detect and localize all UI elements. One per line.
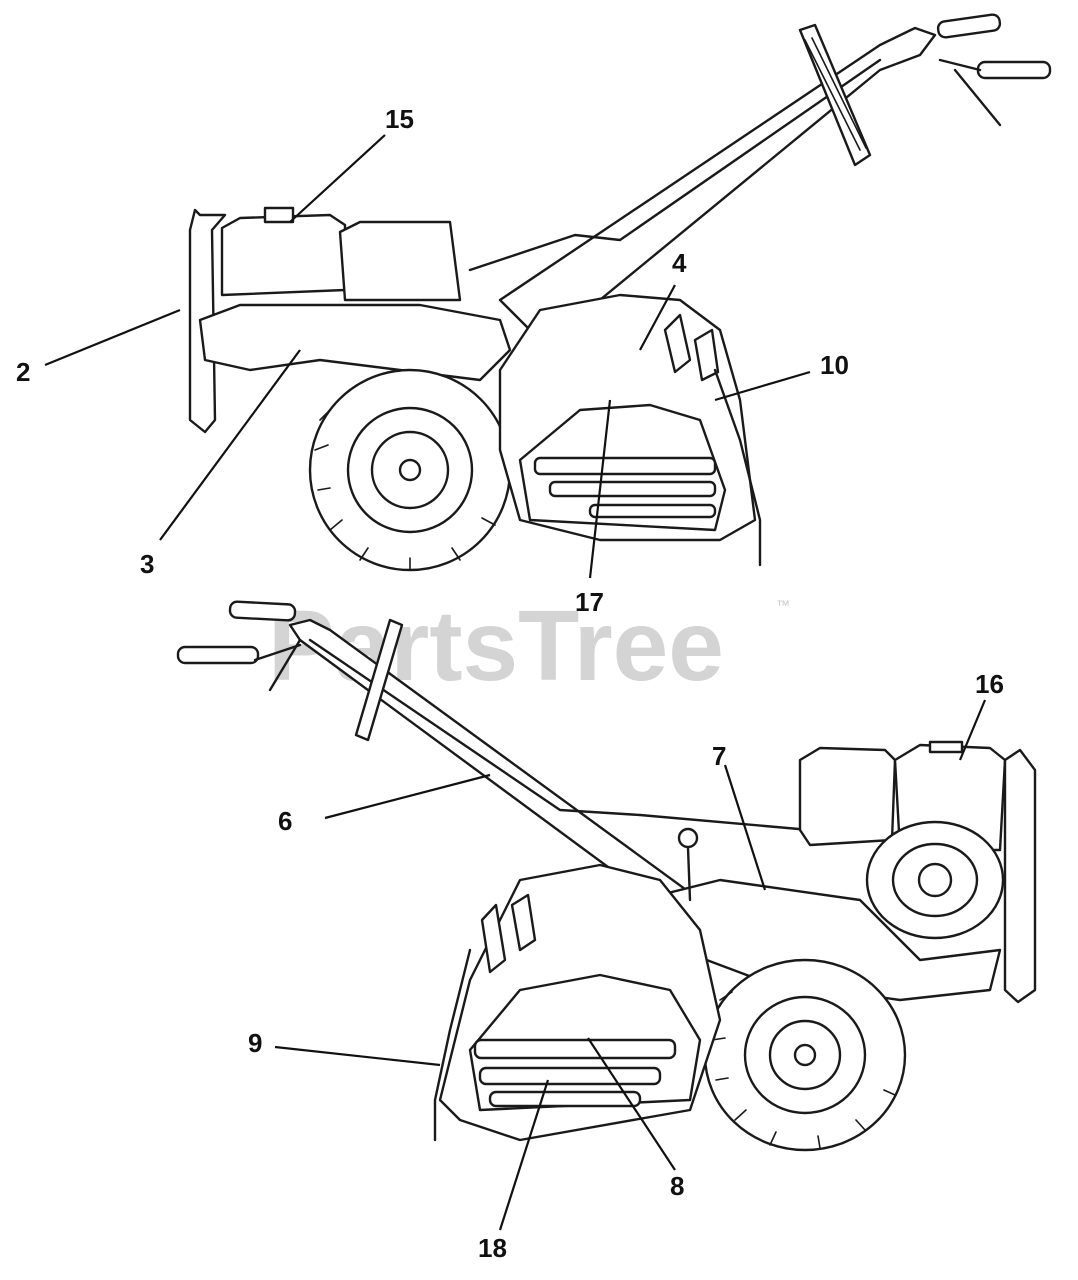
callout-17: 17 bbox=[575, 587, 604, 617]
leader-16 bbox=[958, 699, 987, 761]
lower-shield-slot-3 bbox=[488, 1090, 642, 1108]
lower-recoil-center bbox=[917, 862, 953, 898]
callout-18: 18 bbox=[478, 1233, 507, 1263]
upper-depth-bracket-1 bbox=[663, 313, 692, 374]
lower-lever-knob bbox=[677, 827, 699, 849]
lower-wheel-rim bbox=[743, 995, 867, 1115]
leader-10 bbox=[714, 370, 811, 402]
lower-fuel-tank bbox=[798, 746, 897, 847]
leader-17 bbox=[588, 399, 612, 579]
lower-handle-rail bbox=[308, 638, 812, 832]
upper-fuel-cap bbox=[263, 206, 295, 224]
upper-depth-bar bbox=[798, 23, 872, 167]
upper-depth-bracket-2 bbox=[693, 328, 720, 382]
lower-lever-shaft bbox=[686, 846, 692, 902]
lower-shield-slot-2 bbox=[478, 1066, 662, 1086]
upper-depth-bar-grip bbox=[804, 37, 867, 151]
callout-3: 3 bbox=[140, 549, 154, 579]
lower-wheel-treads bbox=[711, 991, 896, 1149]
lower-handle-grip-top bbox=[228, 600, 297, 622]
lower-bumper bbox=[1003, 748, 1037, 1004]
callout-10: 10 bbox=[820, 350, 849, 380]
upper-shield-slot-2 bbox=[548, 480, 717, 498]
lower-wheel-axle bbox=[793, 1043, 817, 1067]
upper-handle-grip-bottom bbox=[976, 60, 1052, 80]
leader-7 bbox=[723, 764, 767, 891]
leader-8 bbox=[587, 1037, 676, 1171]
upper-shield-slot-3 bbox=[588, 503, 717, 519]
upper-wheel-axle bbox=[398, 458, 422, 482]
lower-tiller-illustration bbox=[176, 600, 1037, 1152]
upper-wheel-treads bbox=[314, 409, 496, 571]
upper-handlebar bbox=[498, 26, 937, 347]
callout-4: 4 bbox=[672, 248, 687, 278]
callout-numbers: 2 3 4 10 15 17 6 7 16 9 8 18 bbox=[16, 104, 1004, 1263]
lower-engine-cap bbox=[928, 740, 964, 754]
upper-handle-rail bbox=[468, 58, 882, 272]
upper-handle-grip-top bbox=[936, 13, 1002, 39]
lower-transmission bbox=[638, 878, 1002, 1002]
lower-recoil-ring bbox=[891, 842, 979, 918]
callout-7: 7 bbox=[712, 741, 726, 771]
lower-depth-bracket-1 bbox=[480, 903, 507, 974]
upper-wheel-rim bbox=[346, 406, 474, 534]
callout-2: 2 bbox=[16, 357, 30, 387]
callout-6: 6 bbox=[278, 806, 292, 836]
leader-15 bbox=[289, 134, 386, 223]
callout-8: 8 bbox=[670, 1171, 684, 1201]
leader-2 bbox=[44, 308, 181, 367]
watermark-trademark: ™ bbox=[776, 597, 790, 613]
upper-transmission-cover bbox=[198, 303, 512, 382]
upper-fuel-tank bbox=[220, 213, 347, 297]
callout-15: 15 bbox=[385, 104, 414, 134]
leader-lines bbox=[44, 134, 987, 1231]
callout-16: 16 bbox=[975, 669, 1004, 699]
leader-18 bbox=[498, 1079, 550, 1231]
lower-control-lever bbox=[253, 638, 302, 692]
lower-wheel-hub bbox=[768, 1019, 842, 1091]
leader-3 bbox=[159, 349, 301, 541]
leader-4 bbox=[639, 284, 676, 351]
lower-shield-slot-1 bbox=[473, 1038, 677, 1060]
upper-tiller-illustration bbox=[188, 13, 1052, 572]
upper-engine-block bbox=[338, 220, 462, 302]
callout-9: 9 bbox=[248, 1028, 262, 1058]
lower-depth-bracket-2 bbox=[510, 893, 537, 952]
upper-flap bbox=[713, 368, 762, 567]
upper-shield-slot-1 bbox=[533, 456, 717, 476]
lower-depth-bar bbox=[354, 618, 404, 742]
leader-6 bbox=[324, 773, 491, 820]
upper-control-lever bbox=[938, 58, 1002, 127]
upper-wheel-hub bbox=[370, 430, 450, 510]
lower-handle-grip-bottom bbox=[176, 645, 260, 665]
leader-9 bbox=[274, 1045, 441, 1067]
lower-flap bbox=[433, 948, 472, 1142]
